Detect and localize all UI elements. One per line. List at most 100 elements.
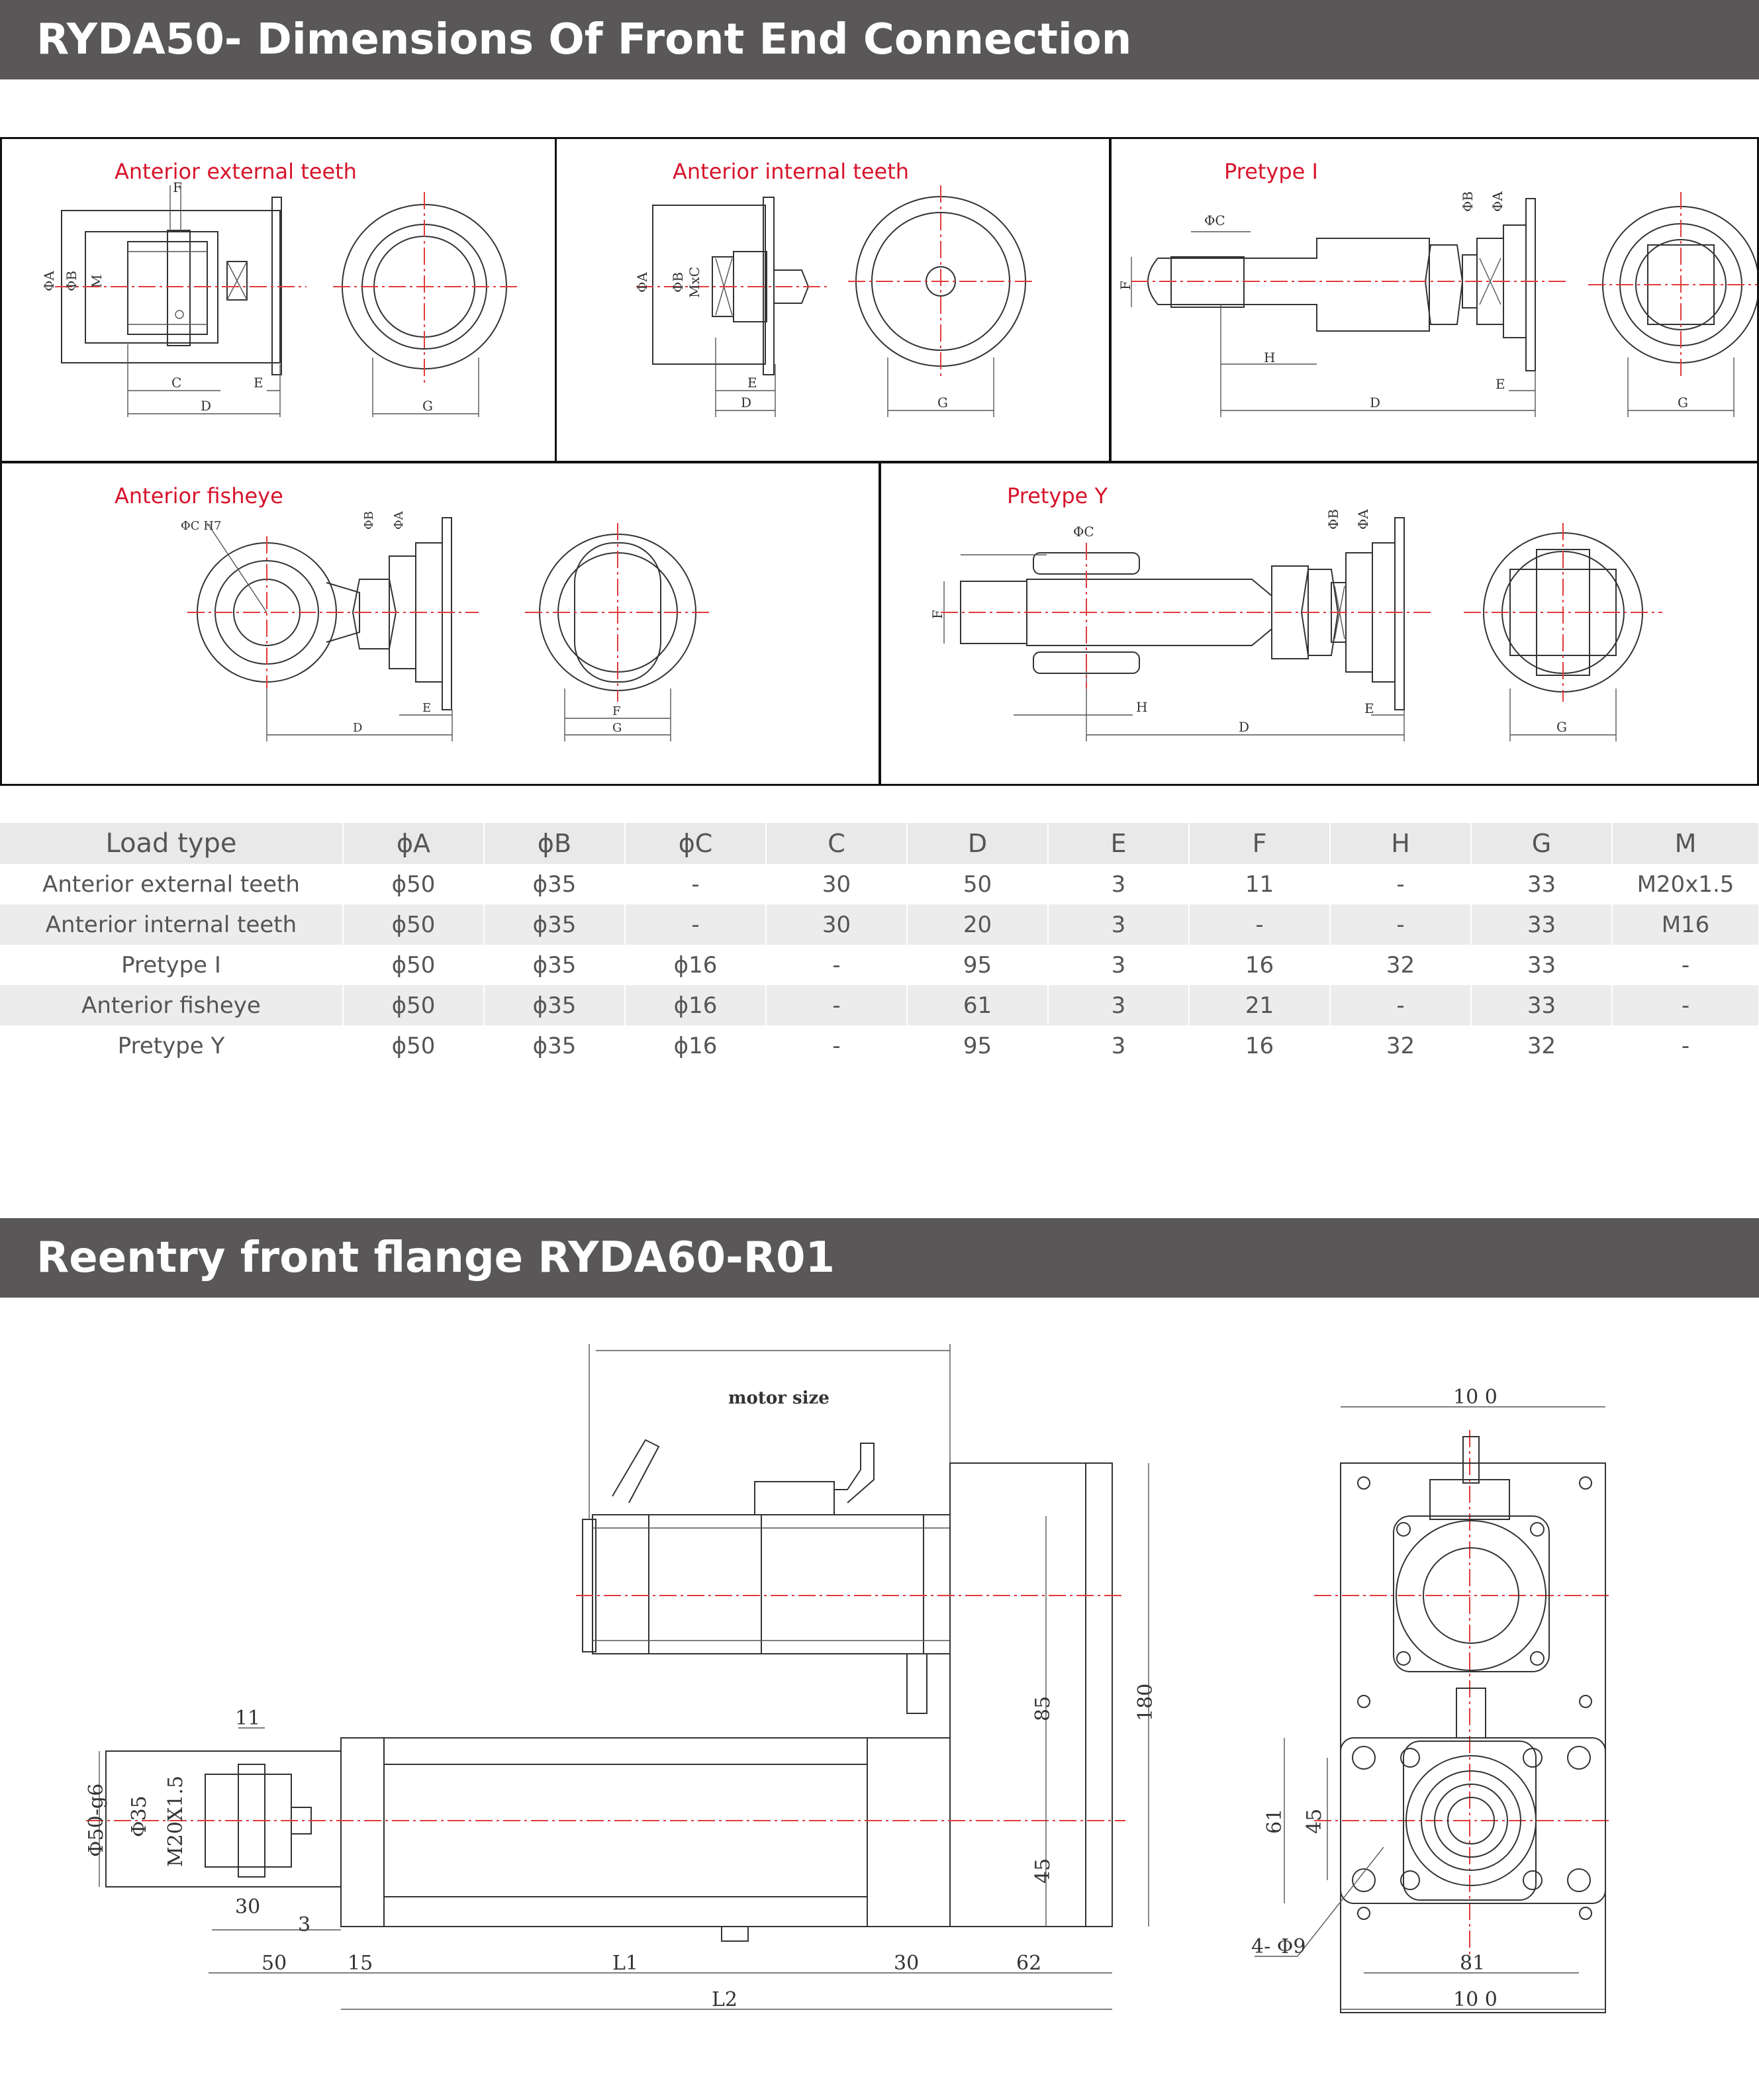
- table-cell: ϕ50: [343, 904, 485, 945]
- svg-text:M20X1.5: M20X1.5: [164, 1776, 187, 1867]
- svg-text:F: F: [1117, 281, 1133, 290]
- table-header: G: [1471, 823, 1613, 864]
- panel-anterior-internal-teeth: Anterior internal teeth ΦA ΦB: [555, 137, 1111, 463]
- svg-text:D: D: [201, 398, 211, 414]
- dimensions-table: Load type ϕA ϕB ϕC C D E F H G M Anterio…: [0, 823, 1759, 1066]
- svg-text:F: F: [929, 610, 945, 619]
- svg-text:L1: L1: [612, 1952, 638, 1975]
- svg-text:M: M: [89, 275, 105, 288]
- table-cell: 3: [1048, 1026, 1190, 1066]
- svg-text:30: 30: [235, 1895, 260, 1919]
- table-row: Anterior external teeth ϕ50 ϕ35 - 30 50 …: [0, 864, 1759, 904]
- svg-text:3: 3: [298, 1913, 310, 1936]
- panel-title: Anterior internal teeth: [673, 159, 910, 184]
- table-cell: 95: [907, 945, 1049, 985]
- table-cell: M16: [1612, 904, 1759, 945]
- table-cell: 33: [1471, 945, 1613, 985]
- table-cell: ϕ35: [484, 985, 626, 1026]
- svg-text:E: E: [422, 701, 431, 715]
- table-cell: 33: [1471, 985, 1613, 1026]
- table-cell: -: [1612, 1026, 1759, 1066]
- svg-text:180: 180: [1134, 1684, 1157, 1721]
- table-cell: -: [1330, 904, 1472, 945]
- svg-text:ΦC: ΦC: [1073, 524, 1094, 540]
- table-cell: Anterior internal teeth: [0, 904, 344, 945]
- svg-text:D: D: [353, 721, 362, 735]
- panel-anterior-external-teeth: Anterior external teeth: [0, 137, 557, 463]
- table-cell: ϕ16: [625, 1026, 767, 1066]
- table-cell: 3: [1048, 945, 1190, 985]
- table-cell: 20: [907, 904, 1049, 945]
- svg-text:ΦA: ΦA: [392, 510, 406, 530]
- table-cell: 61: [907, 985, 1049, 1026]
- svg-text:E: E: [1364, 700, 1374, 716]
- svg-text:G: G: [612, 721, 622, 735]
- section-title: RYDA50- Dimensions Of Front End Connecti…: [36, 15, 1132, 64]
- table-cell: 33: [1471, 904, 1613, 945]
- panel-anterior-fisheye: Anterior fisheye: [0, 461, 880, 786]
- table-row: Anterior internal teeth ϕ50 ϕ35 - 30 20 …: [0, 904, 1759, 945]
- table-cell: 16: [1189, 945, 1331, 985]
- table-cell: ϕ50: [343, 864, 485, 904]
- svg-text:ΦA: ΦA: [634, 272, 650, 293]
- table-row: Pretype Y ϕ50 ϕ35 ϕ16 - 95 3 16 32 32 -: [0, 1026, 1759, 1066]
- table-cell: -: [766, 1026, 908, 1066]
- drawing-fisheye: ΦC H7 D E F G ΦB ΦA: [181, 510, 710, 741]
- svg-text:ΦB: ΦB: [1325, 509, 1341, 530]
- svg-text:Φ50-g6: Φ50-g6: [85, 1784, 108, 1857]
- table-cell: 32: [1330, 1026, 1472, 1066]
- table-cell: -: [1330, 985, 1472, 1026]
- table-cell: 21: [1189, 985, 1331, 1026]
- section-header-front-flange: Reentry front flange RYDA60-R01: [0, 1218, 1759, 1298]
- table-cell: Anterior external teeth: [0, 864, 344, 904]
- table-cell: 95: [907, 1026, 1049, 1066]
- table-cell: -: [1189, 904, 1331, 945]
- svg-text:11: 11: [235, 1707, 260, 1730]
- table-cell: 30: [766, 904, 908, 945]
- table-header: H: [1330, 823, 1472, 864]
- table-cell: -: [1612, 985, 1759, 1026]
- table-cell: ϕ35: [484, 904, 626, 945]
- table-cell: -: [1612, 945, 1759, 985]
- svg-text:85: 85: [1031, 1696, 1055, 1721]
- panel-pretype-i: Pretype I: [1110, 137, 1759, 463]
- table-cell: -: [766, 945, 908, 985]
- table-cell: 30: [766, 864, 908, 904]
- table-header: C: [766, 823, 908, 864]
- motor-outline: [582, 1439, 951, 1714]
- svg-text:10 0: 10 0: [1453, 1386, 1498, 1409]
- svg-text:ΦA: ΦA: [1355, 509, 1371, 530]
- svg-text:30: 30: [894, 1952, 919, 1975]
- front-flange-drawing: motor size 11 Φ50-g6 Φ35: [85, 1344, 1609, 2013]
- table-header: F: [1189, 823, 1331, 864]
- svg-text:ΦB: ΦB: [362, 511, 376, 530]
- end-view: [1340, 1436, 1606, 2013]
- drawing-external-teeth: ΦA ΦB M C D E G F: [41, 179, 518, 417]
- table-cell: ϕ35: [484, 864, 626, 904]
- table-cell: Pretype Y: [0, 1026, 344, 1066]
- table-cell: 11: [1189, 864, 1331, 904]
- gearbox-housing: [949, 1462, 1113, 1927]
- table-cell: 32: [1471, 1026, 1613, 1066]
- actuator-body: [105, 1737, 951, 1942]
- svg-text:L2: L2: [712, 1988, 737, 2011]
- table-cell: -: [1330, 864, 1472, 904]
- section-title: Reentry front flange RYDA60-R01: [36, 1233, 835, 1282]
- table-cell: Anterior fisheye: [0, 985, 344, 1026]
- table-cell: -: [625, 864, 767, 904]
- svg-text:ΦB: ΦB: [64, 271, 79, 291]
- table-cell: ϕ50: [343, 945, 485, 985]
- svg-text:E: E: [747, 375, 757, 391]
- table-cell: 50: [907, 864, 1049, 904]
- drawing-pretype-y: ΦC F H D E G ΦB ΦA: [929, 509, 1662, 741]
- svg-text:G: G: [422, 398, 433, 414]
- svg-text:E: E: [254, 375, 263, 391]
- panel-title: Anterior external teeth: [115, 159, 357, 184]
- drawing-pretype-i: ΦC F H D E G ΦB ΦA: [1117, 191, 1757, 417]
- table-header: ϕB: [484, 823, 626, 864]
- svg-text:ΦB: ΦB: [1460, 191, 1476, 212]
- table-cell: 16: [1189, 1026, 1331, 1066]
- svg-text:D: D: [741, 395, 751, 410]
- table-cell: -: [625, 904, 767, 945]
- svg-text:F: F: [612, 704, 621, 718]
